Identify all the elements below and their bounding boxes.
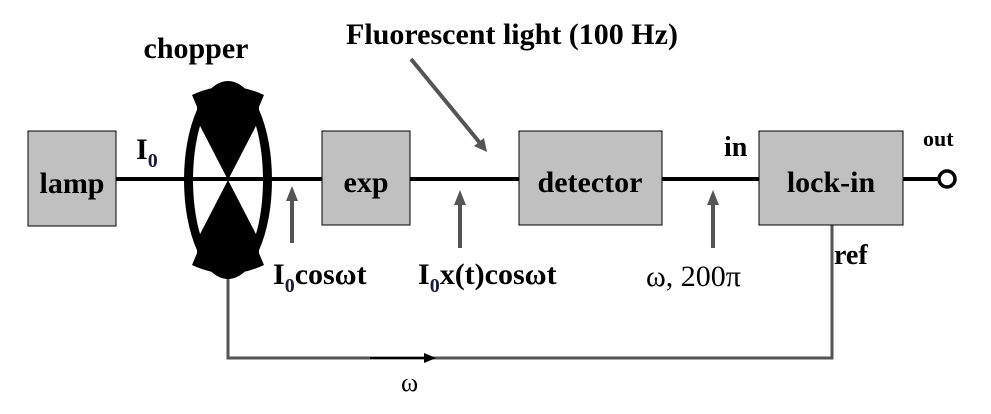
detector-signal-arrowhead-icon (707, 190, 719, 205)
input-port-label: in (724, 132, 748, 163)
output-terminal-icon (937, 169, 957, 189)
detector-block: detector (518, 130, 663, 226)
exp-label: exp (344, 166, 389, 199)
detector-output-label: ω, 200π (646, 260, 741, 293)
chopper-label: chopper (144, 32, 249, 65)
chopped-signal-label: I0cosωt (273, 258, 367, 297)
reference-frequency-label: ω (401, 368, 418, 397)
lockin-block: lock-in (758, 130, 904, 226)
sample-signal-arrowhead-icon (454, 190, 466, 205)
sample-signal-label: I0x(t)cosωt (418, 258, 557, 297)
source-intensity-label: I0 (136, 133, 158, 172)
reference-loop-line (226, 225, 834, 360)
chopper-wheel-icon (184, 81, 272, 279)
reference-arrowhead-icon (424, 353, 436, 363)
chopped-signal-arrowhead-icon (286, 186, 298, 201)
reference-port-label: ref (834, 240, 868, 271)
fluorescent-light-label: Fluorescent light (100 Hz) (346, 18, 678, 51)
output-port-label: out (923, 126, 954, 151)
fluorescent-arrowhead-icon (474, 138, 487, 152)
lockin-label: lock-in (787, 166, 876, 199)
lamp-block: lamp (27, 130, 117, 227)
detector-label: detector (538, 166, 643, 199)
lamp-label: lamp (39, 167, 104, 200)
exp-block: exp (321, 130, 411, 226)
fluorescent-arrow-line (409, 57, 482, 145)
